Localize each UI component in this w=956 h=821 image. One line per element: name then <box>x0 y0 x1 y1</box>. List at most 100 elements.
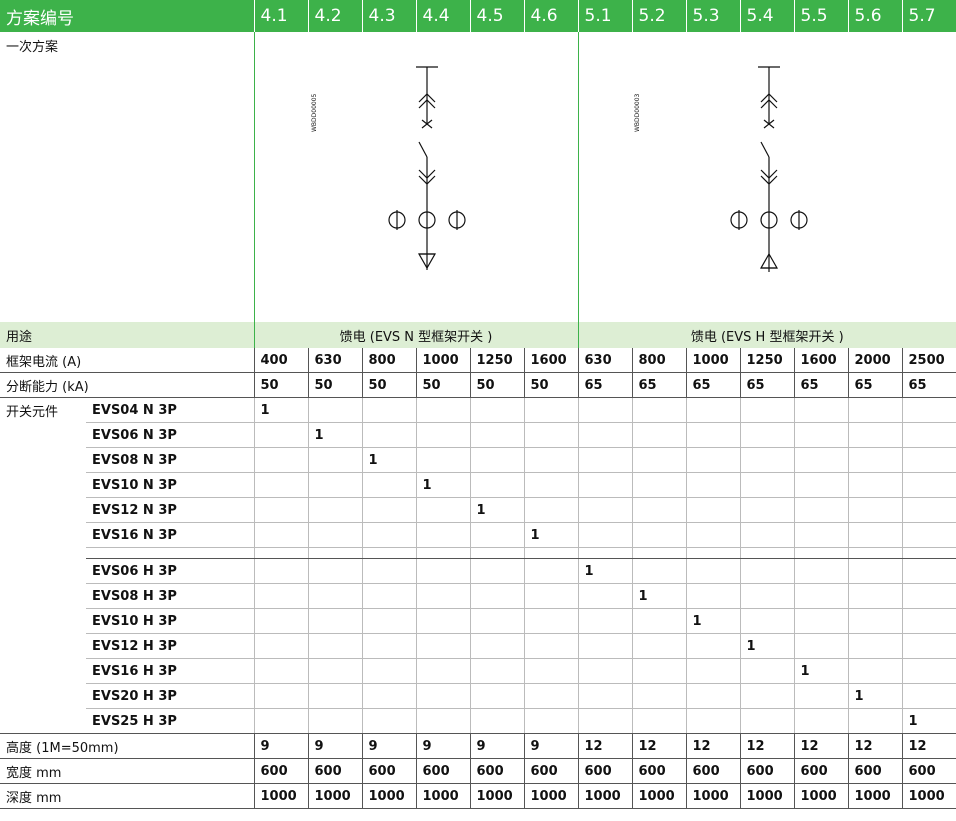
frame-current-row-value: 1000 <box>415 348 470 373</box>
diagram-label: 一次方案 <box>6 40 59 55</box>
quantity-cell <box>253 633 308 659</box>
quantity-cell <box>361 708 416 734</box>
quantity-cell <box>469 522 524 548</box>
quantity-cell: 1 <box>901 708 956 734</box>
header-row: 方案编号 4.1 4.2 4.3 4.4 4.5 4.6 5.1 5.2 5.3… <box>0 0 956 32</box>
model-name: EVS04 N 3P <box>86 397 254 423</box>
blank-cell <box>847 547 902 559</box>
blank-cell <box>631 547 686 559</box>
blank-cell <box>0 659 86 684</box>
quantity-cell <box>469 683 524 709</box>
model-name: EVS25 H 3P <box>86 708 254 734</box>
quantity-cell <box>901 583 956 609</box>
quantity-cell <box>901 558 956 584</box>
quantity-cell <box>685 472 740 498</box>
quantity-cell <box>847 422 902 448</box>
height-row-value: 12 <box>685 733 740 759</box>
frame-current-row-value: 630 <box>577 348 632 373</box>
height-row-value: 12 <box>847 733 902 759</box>
quantity-cell <box>685 708 740 734</box>
quantity-cell <box>253 497 308 523</box>
blank-cell <box>253 547 308 559</box>
quantity-cell <box>361 422 416 448</box>
quantity-cell <box>847 708 902 734</box>
scheme-number: 4.4 <box>416 0 471 32</box>
quantity-cell <box>253 522 308 548</box>
depth-row-value: 1000 <box>793 783 848 809</box>
quantity-cell <box>847 497 902 523</box>
blank-cell <box>307 547 362 559</box>
quantity-cell <box>901 658 956 684</box>
quantity-cell <box>469 658 524 684</box>
quantity-cell <box>307 583 362 609</box>
quantity-cell <box>685 633 740 659</box>
quantity-cell <box>847 658 902 684</box>
scheme-number: 5.4 <box>740 0 795 32</box>
blank-cell <box>0 523 86 548</box>
quantity-cell: 1 <box>253 397 308 423</box>
quantity-cell <box>631 472 686 498</box>
depth-row-value: 1000 <box>415 783 470 809</box>
quantity-cell <box>739 422 794 448</box>
quantity-cell <box>847 583 902 609</box>
model-name: EVS16 N 3P <box>86 522 254 548</box>
width-row-value: 600 <box>793 758 848 784</box>
quantity-cell <box>577 608 632 634</box>
quantity-cell <box>631 447 686 473</box>
model-name: EVS08 H 3P <box>86 583 254 609</box>
frame-current-row-value: 400 <box>253 348 308 373</box>
frame-current-row-value: 2500 <box>901 348 956 373</box>
breaking-capacity-row-value: 50 <box>361 372 416 398</box>
quantity-cell <box>685 447 740 473</box>
quantity-cell <box>253 708 308 734</box>
quantity-cell <box>901 497 956 523</box>
quantity-cell <box>253 583 308 609</box>
blank-cell <box>0 423 86 448</box>
quantity-cell <box>901 472 956 498</box>
frame-current-row-value: 1250 <box>469 348 524 373</box>
width-row-value: 600 <box>577 758 632 784</box>
quantity-cell <box>793 683 848 709</box>
depth-row-value: 1000 <box>469 783 524 809</box>
quantity-cell <box>685 658 740 684</box>
blank-cell <box>361 547 416 559</box>
width-row-value: 600 <box>253 758 308 784</box>
quantity-cell <box>523 558 578 584</box>
switch-element-label: 开关元件 <box>6 404 59 420</box>
quantity-cell <box>631 497 686 523</box>
quantity-cell <box>253 608 308 634</box>
quantity-cell <box>469 472 524 498</box>
quantity-cell: 1 <box>469 497 524 523</box>
quantity-cell <box>685 522 740 548</box>
quantity-cell <box>685 497 740 523</box>
quantity-cell <box>307 633 362 659</box>
quantity-cell <box>577 633 632 659</box>
quantity-cell <box>415 708 470 734</box>
quantity-cell <box>793 397 848 423</box>
depth-row-value: 1000 <box>847 783 902 809</box>
breaking-capacity-row-value: 65 <box>739 372 794 398</box>
depth-row-value: 1000 <box>253 783 308 809</box>
quantity-cell <box>847 522 902 548</box>
quantity-cell <box>793 558 848 584</box>
height-row-value: 12 <box>793 733 848 759</box>
quantity-cell <box>901 422 956 448</box>
breaking-capacity-row-value: 65 <box>901 372 956 398</box>
frame-current-row-value: 800 <box>361 348 416 373</box>
quantity-cell <box>685 397 740 423</box>
quantity-cell <box>793 447 848 473</box>
quantity-cell <box>793 522 848 548</box>
single-line-diagram-n: WBDD00005 <box>311 66 466 270</box>
quantity-cell: 1 <box>415 472 470 498</box>
quantity-cell: 1 <box>577 558 632 584</box>
quantity-cell <box>469 422 524 448</box>
quantity-cell <box>415 422 470 448</box>
scheme-number: 5.3 <box>686 0 741 32</box>
quantity-cell: 1 <box>307 422 362 448</box>
quantity-cell <box>577 583 632 609</box>
